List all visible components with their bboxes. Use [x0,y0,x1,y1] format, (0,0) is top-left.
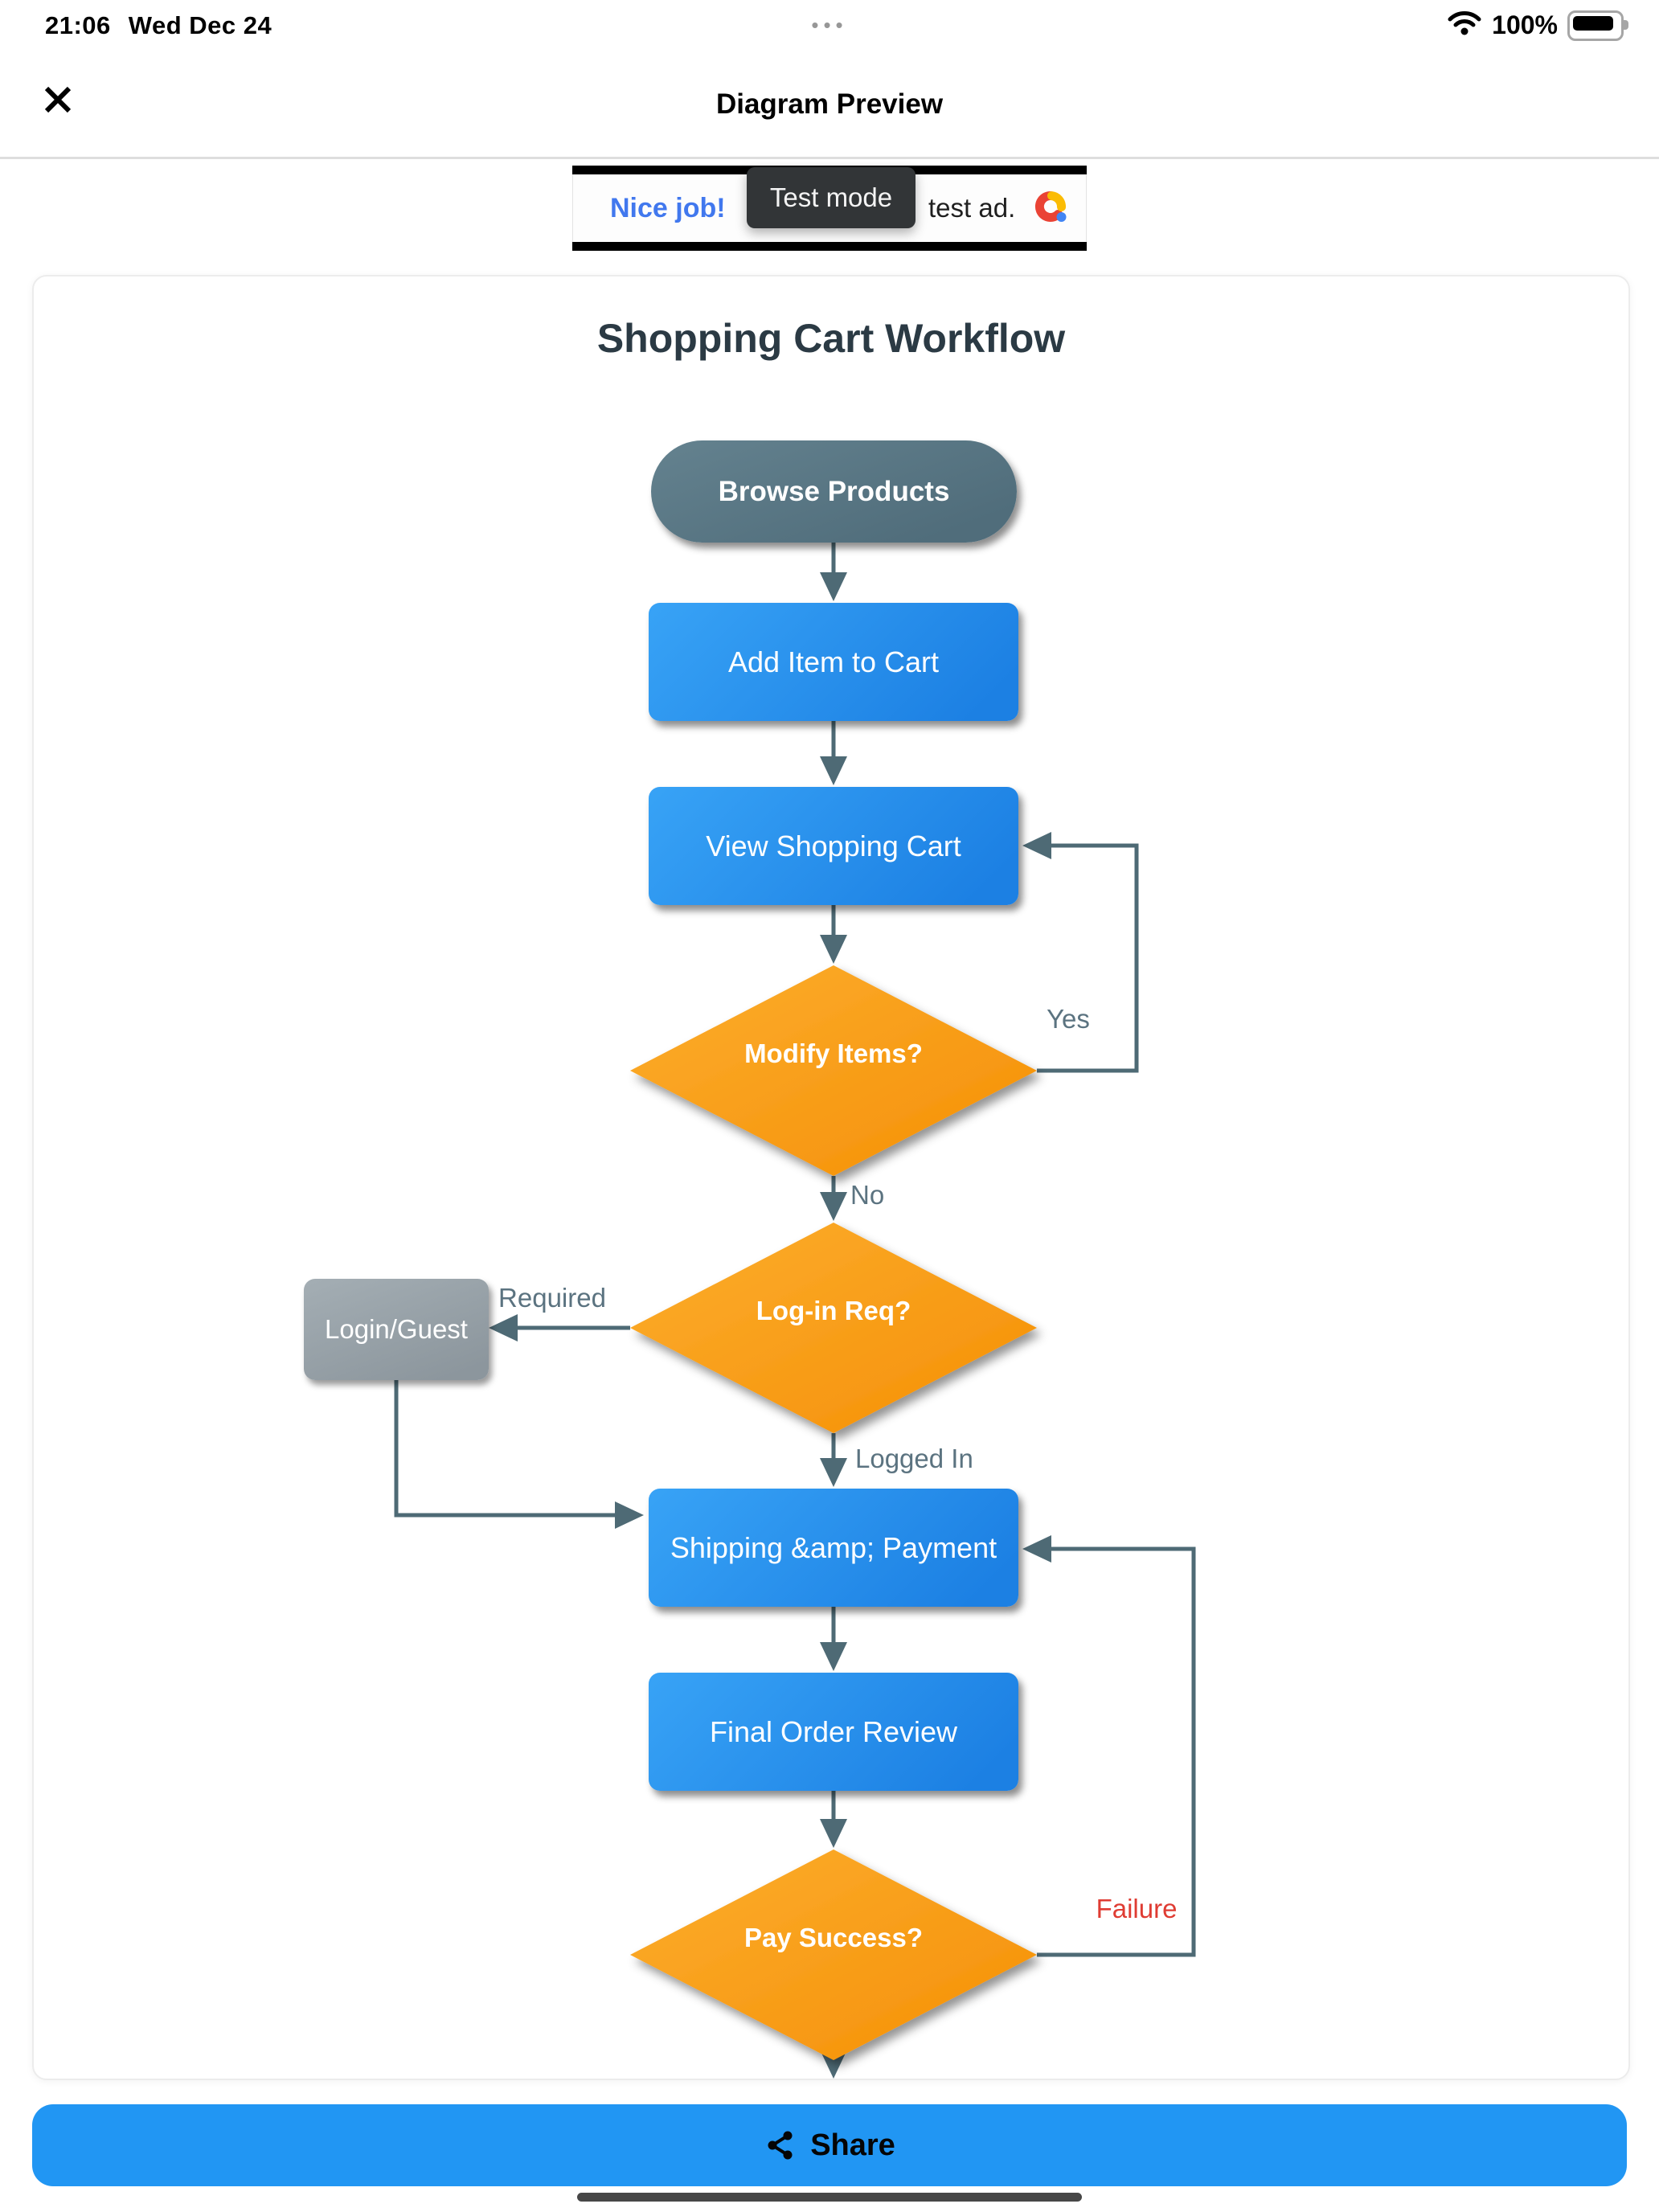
flowchart-shapes [394,543,1196,2079]
node-final-order-review: Final Order Review [649,1673,1018,1791]
admob-logo-icon [1033,189,1071,227]
node-login-guest: Login/Guest [304,1279,489,1380]
wifi-icon [1447,10,1482,41]
multitask-dots-icon: ••• [811,13,848,37]
home-indicator[interactable] [577,2193,1082,2202]
edge-label-logged-in: Logged In [855,1444,973,1473]
share-button-label: Share [810,2128,895,2162]
ad-banner[interactable]: Nice job! test ad. Test mode [572,166,1087,251]
status-right-cluster: 100% [1447,10,1628,41]
status-time: 21:06 [45,11,111,39]
decision-pay-success [630,1849,1037,2060]
diagram-preview-card: Shopping Cart Workflow [32,275,1630,2080]
close-icon [44,86,72,113]
battery-icon [1567,10,1628,41]
test-mode-tooltip: Test mode [747,167,916,228]
node-add-item-to-cart: Add Item to Cart [649,603,1018,721]
diagram-title: Shopping Cart Workflow [596,316,1066,361]
label-modify-items: Modify Items? [744,1038,923,1068]
node-view-shopping-cart: View Shopping Cart [649,787,1018,905]
ad-separator-line [0,157,1659,159]
edge-label-yes: Yes [1047,1004,1090,1034]
battery-percent: 100% [1492,10,1558,39]
node-shipping-payment: Shipping &amp; Payment [649,1489,1018,1607]
decision-modify-items [630,965,1037,1176]
decision-login-req [630,1223,1037,1433]
status-date: Wed Dec 24 [128,11,272,39]
edge-label-failure: Failure [1096,1894,1178,1923]
label-login-req: Log-in Req? [756,1296,911,1325]
status-bar: 21:06 Wed Dec 24 ••• 100% [0,0,1659,48]
ad-banner-content: Nice job! test ad. Test mode [572,167,1087,242]
edge-label-required: Required [498,1283,606,1313]
status-time-date: 21:06 Wed Dec 24 [45,11,272,40]
edge-label-no: No [850,1180,885,1210]
node-browse-products: Browse Products [651,440,1017,543]
label-pay-success: Pay Success? [744,1923,923,1952]
share-icon [768,2131,793,2160]
share-button[interactable]: Share [32,2104,1627,2186]
ad-headline: Nice job! [610,192,726,223]
page-title: Diagram Preview [715,88,944,120]
ad-tail-text: test ad. [928,193,1016,223]
close-button[interactable] [34,76,82,124]
